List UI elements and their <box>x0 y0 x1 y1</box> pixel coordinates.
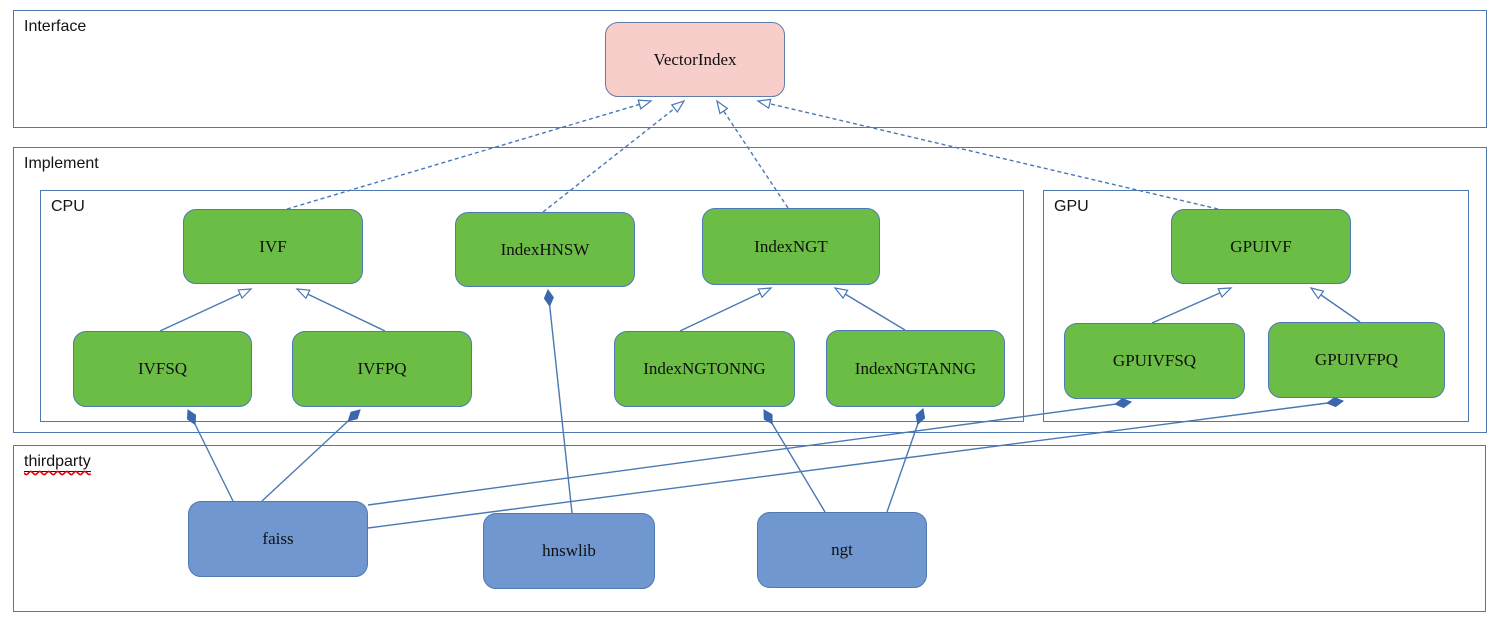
node-label-gpuivfpq: GPUIVFPQ <box>1314 350 1399 369</box>
node-label-indexngtanng: IndexNGTANNG <box>854 358 977 378</box>
node-gpuivf[interactable]: GPUIVF <box>1171 209 1351 284</box>
node-indexngtonng[interactable]: IndexNGTONNG <box>614 331 795 407</box>
node-label-indexngt: IndexNGT <box>754 236 828 256</box>
node-label-ivf: IVF <box>259 236 287 256</box>
edge-generalization-indexngtanng-indexngt <box>833 287 906 331</box>
container-label-gpu: GPU <box>1054 198 1089 215</box>
node-label-gpuivf: GPUIVF <box>1230 236 1292 256</box>
node-indexngt[interactable]: IndexNGT <box>702 208 880 285</box>
node-indexhnsw[interactable]: IndexHNSW <box>455 212 635 287</box>
node-label-faiss: faiss <box>262 529 294 548</box>
edge-composition-faiss-gpuivfsq <box>367 402 1131 506</box>
node-label-hnswlib: hnswlib <box>542 541 596 560</box>
node-vectorindex[interactable]: VectorIndex <box>605 22 785 97</box>
node-label-indexhnsw: IndexHNSW <box>500 239 590 259</box>
node-ngt[interactable]: ngt <box>757 512 927 588</box>
edge-composition-faiss-ivfsq <box>188 410 234 502</box>
node-ivfsq[interactable]: IVFSQ <box>73 331 252 407</box>
node-label-ngt: ngt <box>831 540 853 559</box>
node-label-gpuivfsq: GPUIVFSQ <box>1112 351 1197 370</box>
edge-composition-hnswlib-indexhnsw <box>548 290 573 514</box>
edge-composition-ngt-indexngtonng <box>763 410 826 513</box>
container-label-interface: Interface <box>24 18 87 35</box>
node-hnswlib[interactable]: hnswlib <box>483 513 655 589</box>
edge-realization-indexngt-vectorindex <box>716 99 789 209</box>
edge-generalization-ivfpq-ivf <box>295 288 386 332</box>
node-ivfpq[interactable]: IVFPQ <box>292 331 472 407</box>
edge-realization-gpuivf-vectorindex <box>756 98 1219 210</box>
node-label-vectorindex: VectorIndex <box>653 49 737 69</box>
edge-composition-ngt-indexngtanng <box>886 409 923 513</box>
edge-composition-faiss-gpuivfpq <box>367 401 1343 529</box>
edge-realization-ivf-vectorindex <box>286 99 653 210</box>
container-label-thirdparty: thirdparty <box>24 453 91 472</box>
edge-composition-faiss-ivfpq <box>261 410 360 502</box>
edge-generalization-ivfsq-ivf <box>159 288 253 332</box>
node-faiss[interactable]: faiss <box>188 501 368 577</box>
node-label-ivfpq: IVFPQ <box>357 359 407 378</box>
node-gpuivfpq[interactable]: GPUIVFPQ <box>1268 322 1445 398</box>
node-label-indexngtonng: IndexNGTONNG <box>643 359 766 378</box>
node-gpuivfsq[interactable]: GPUIVFSQ <box>1064 323 1245 399</box>
edge-generalization-gpuivfsq-gpuivf <box>1151 287 1233 324</box>
container-label-cpu: CPU <box>51 198 85 215</box>
edge-realization-indexhnsw-vectorindex <box>542 99 686 213</box>
edge-generalization-gpuivfpq-gpuivf <box>1309 287 1361 323</box>
node-ivf[interactable]: IVF <box>183 209 363 284</box>
edge-generalization-indexngtonng-indexngt <box>679 287 773 332</box>
node-indexngtanng[interactable]: IndexNGTANNG <box>826 330 1005 407</box>
container-label-implement: Implement <box>24 155 99 172</box>
node-label-ivfsq: IVFSQ <box>137 359 188 378</box>
